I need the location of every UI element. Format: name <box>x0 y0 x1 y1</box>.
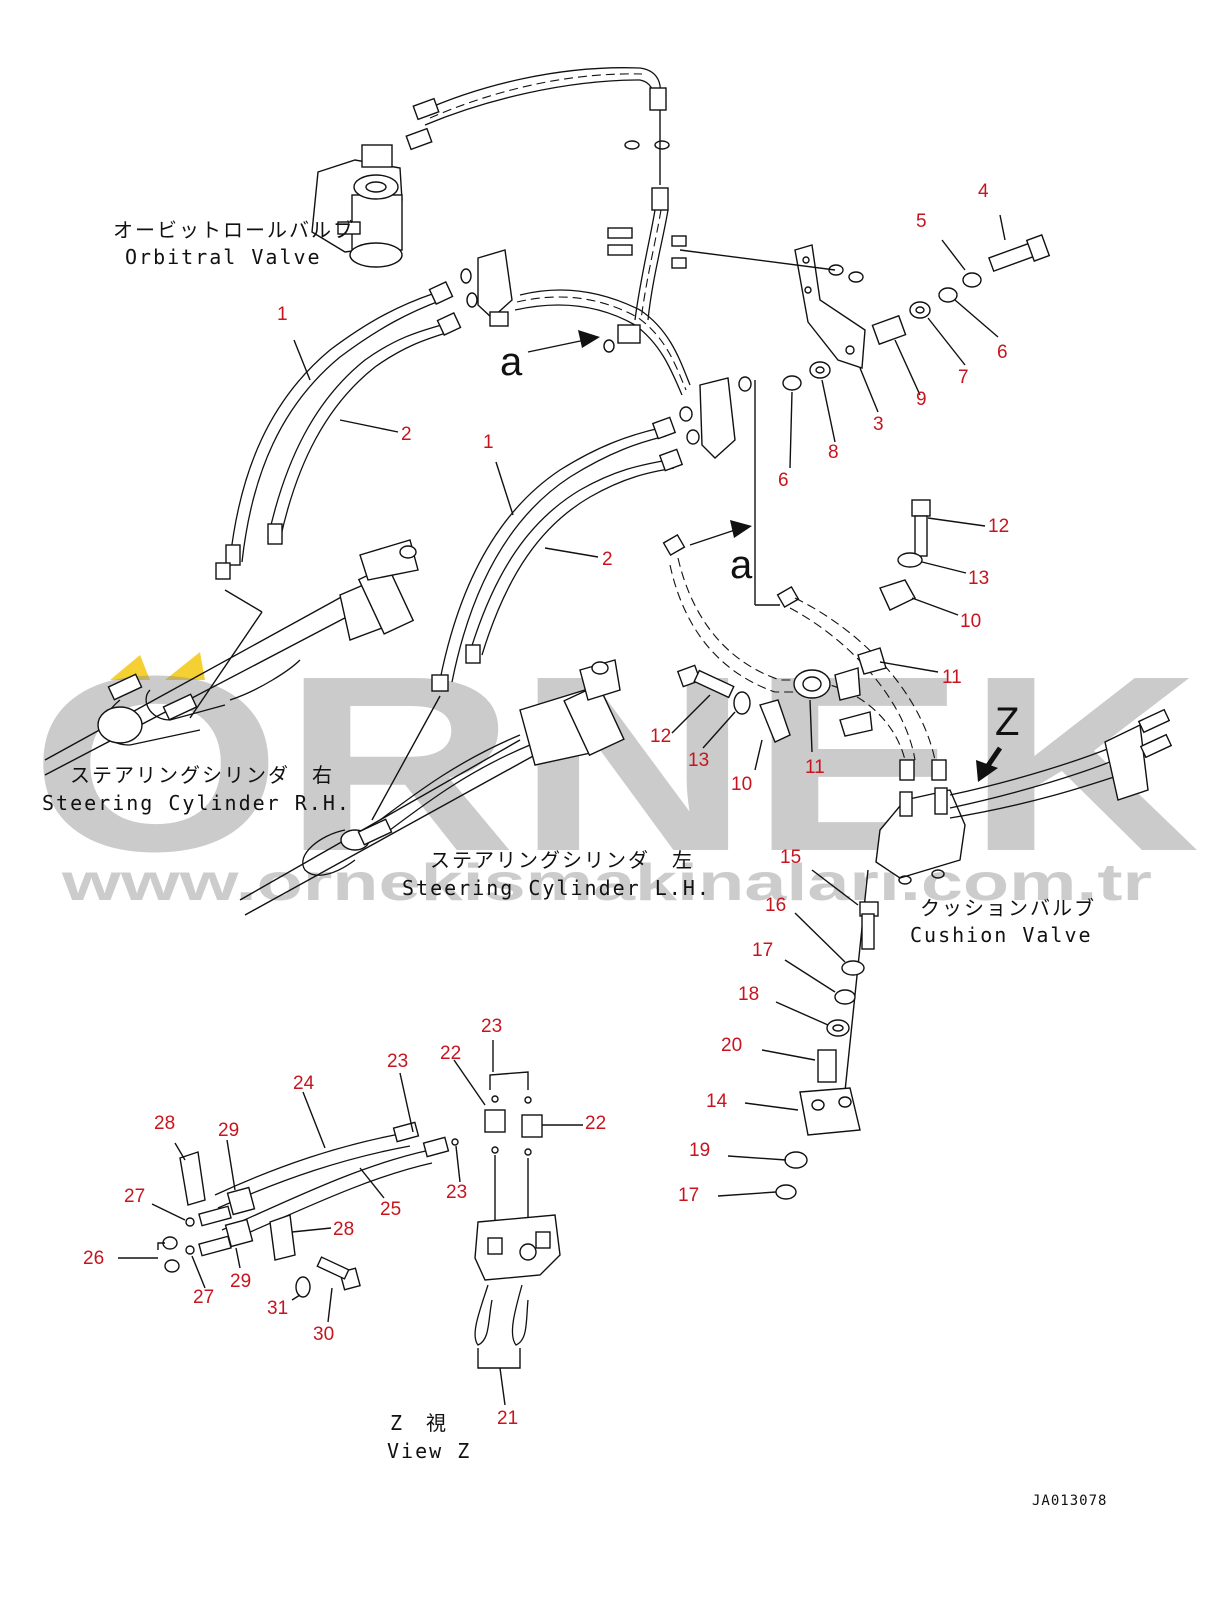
ref-arrows: a a <box>500 330 753 587</box>
callout-2: 2 <box>401 424 412 445</box>
callout-29: 29 <box>230 1271 251 1292</box>
callout-numbers: 1 2 1 2 3 4 5 6 6 7 8 9 10 10 11 11 12 1… <box>83 181 1009 1429</box>
hose-pair-rh <box>215 281 462 580</box>
callout-18: 18 <box>738 984 759 1005</box>
callout-13: 13 <box>688 750 709 771</box>
drawing-code: JA013078 <box>1032 1493 1107 1509</box>
watermark-accent-right <box>165 652 205 680</box>
callout-15: 15 <box>780 847 801 868</box>
callout-17: 17 <box>752 940 773 961</box>
cylinder-rh-label-en: Steering Cylinder R.H. <box>42 791 351 815</box>
callout-1: 1 <box>277 304 288 325</box>
arrow-head-icon <box>578 330 600 348</box>
leader-lines <box>189 380 780 821</box>
callout-11: 11 <box>942 667 962 688</box>
watermark-url: www.ornekismakinalari.com.tr <box>61 854 1152 912</box>
watermark-accent-left <box>110 655 150 680</box>
clamps-and-bolts <box>676 499 931 743</box>
callout-5: 5 <box>916 211 927 232</box>
cushion-hardware <box>775 869 879 1200</box>
callout-10: 10 <box>731 774 752 795</box>
callout-24: 24 <box>293 1073 315 1094</box>
callout-8: 8 <box>828 442 839 463</box>
arrow-head-icon <box>730 520 752 538</box>
view-z-assembly <box>162 1071 561 1406</box>
callout-9: 9 <box>916 389 927 410</box>
callout-20: 20 <box>721 1035 742 1056</box>
callout-19: 19 <box>689 1140 710 1161</box>
cushion-valve: Z <box>875 700 1173 885</box>
callout-25: 25 <box>380 1199 401 1220</box>
component-labels: オービットロールバルブ Orbitral Valve ステアリングシリンダ 右 … <box>42 218 1107 1509</box>
cylinder-lh-label-jp: ステアリングシリンダ 左 <box>430 848 694 872</box>
view-arrow-icon <box>976 760 998 782</box>
callout-12: 12 <box>650 726 671 747</box>
callout-30: 30 <box>313 1324 334 1345</box>
callout-22: 22 <box>585 1113 606 1134</box>
steering-cylinder-lh <box>239 659 625 916</box>
orbitral-valve <box>311 144 403 268</box>
callout-1: 1 <box>483 432 494 453</box>
callout-31: 31 <box>267 1298 288 1319</box>
callout-27: 27 <box>124 1186 145 1207</box>
view-z-label-jp: Z 視 <box>390 1411 448 1435</box>
cylinder-lh-label-en: Steering Cylinder L.H. <box>402 876 711 900</box>
callout-4: 4 <box>978 181 989 202</box>
callout-12: 12 <box>988 516 1009 537</box>
callout-17: 17 <box>678 1185 699 1206</box>
ref-a-mid: a <box>730 543 753 587</box>
view-z-letter: Z <box>995 700 1019 744</box>
callout-7: 7 <box>958 367 969 388</box>
orbitral-valve-label-jp: オービットロールバルブ <box>113 218 355 242</box>
callout-6: 6 <box>997 342 1008 363</box>
cushion-hoses <box>662 533 947 781</box>
hose-pair-lh <box>431 416 684 692</box>
callout-14: 14 <box>706 1091 728 1112</box>
view-z-label-en: View Z <box>387 1439 471 1463</box>
callout-23: 23 <box>481 1016 502 1037</box>
callout-23: 23 <box>446 1182 467 1203</box>
callout-3: 3 <box>873 414 884 435</box>
callout-13: 13 <box>968 568 989 589</box>
callout-6: 6 <box>778 470 789 491</box>
callout-2: 2 <box>602 549 613 570</box>
callout-22: 22 <box>440 1043 461 1064</box>
callout-23: 23 <box>387 1051 408 1072</box>
orbitral-valve-label-en: Orbitral Valve <box>125 245 322 269</box>
ref-a-top: a <box>500 340 523 384</box>
cushion-valve-label-en: Cushion Valve <box>910 923 1093 947</box>
callout-28: 28 <box>333 1219 354 1240</box>
bracket-hardware <box>679 234 1051 391</box>
callout-27: 27 <box>193 1287 214 1308</box>
cushion-valve-label-jp: クッションバルブ <box>920 896 1096 920</box>
callout-leaders <box>118 214 1006 1323</box>
steering-cylinder-rh <box>44 539 419 776</box>
upper-hoses <box>405 67 752 459</box>
callout-11: 11 <box>805 757 825 778</box>
cylinder-rh-label-jp: ステアリングシリンダ 右 <box>70 763 334 787</box>
callout-28: 28 <box>154 1113 175 1134</box>
callout-10: 10 <box>960 611 981 632</box>
callout-16: 16 <box>765 895 786 916</box>
callout-29: 29 <box>218 1120 239 1141</box>
callout-26: 26 <box>83 1248 104 1269</box>
callout-21: 21 <box>497 1408 518 1429</box>
